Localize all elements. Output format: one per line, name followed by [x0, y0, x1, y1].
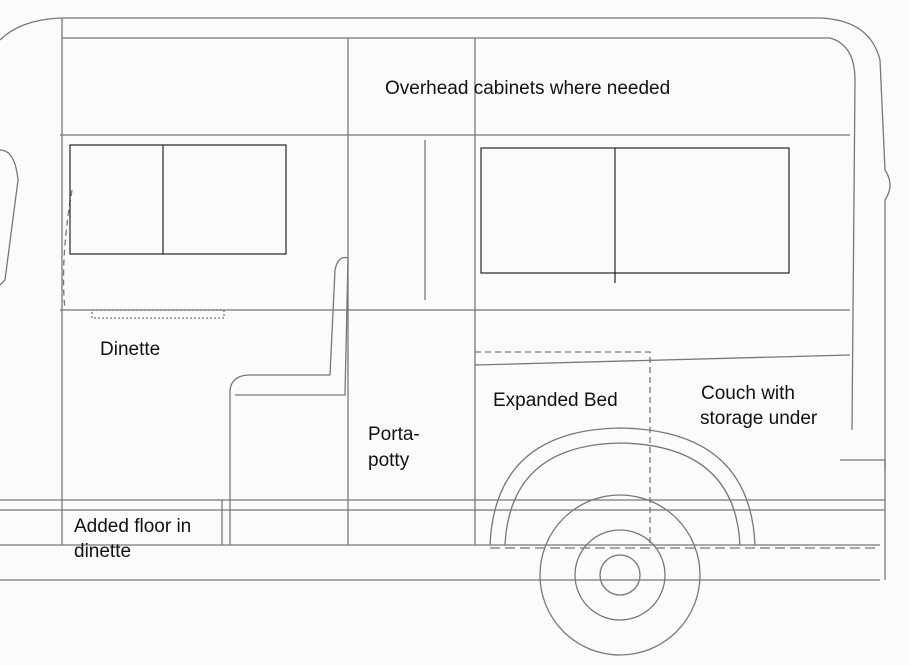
- cab-window: [0, 149, 19, 286]
- roof-outline: [0, 17, 891, 470]
- dinette-table: [91, 309, 225, 319]
- label-porta-line2: potty: [368, 450, 410, 471]
- wheel: [539, 494, 701, 656]
- wheel-arch: [489, 427, 756, 546]
- label-couch-line1: Couch with: [701, 383, 795, 404]
- dinette-window: [69, 144, 287, 255]
- label-couch-line2: storage under: [700, 408, 818, 429]
- label-overhead-cabinets: Overhead cabinets where needed: [385, 78, 671, 99]
- rear-window: [480, 147, 790, 274]
- label-dinette: Dinette: [100, 339, 161, 360]
- label-floor-line1: Added floor in: [74, 516, 192, 537]
- label-floor-line2: dinette: [74, 541, 132, 562]
- label-expanded-bed: Expanded Bed: [493, 390, 618, 411]
- dinette-seat: [229, 256, 349, 545]
- label-porta-line1: Porta-: [368, 424, 420, 445]
